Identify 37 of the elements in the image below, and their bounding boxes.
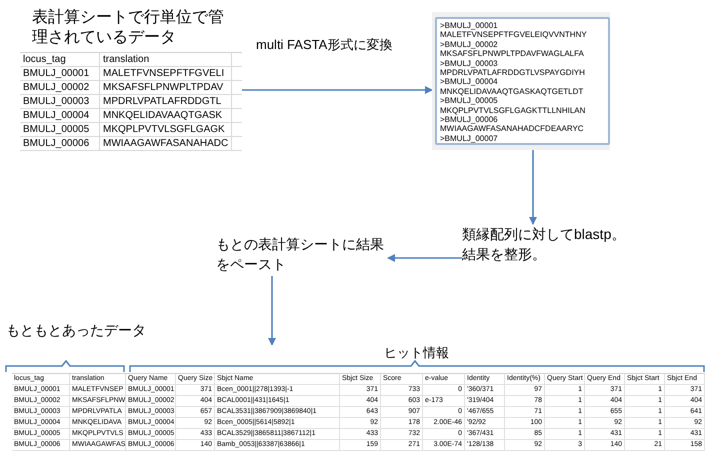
arrow <box>242 86 433 94</box>
sequence-line: >BMULJ_00007 <box>440 134 498 143</box>
sequence-line: >BMULJ_00002 <box>440 40 498 50</box>
sequence-line: >BMULJ_00004 <box>440 77 498 87</box>
sequence-line: >BMULJ_00005 <box>440 96 498 106</box>
column-header: locus_tag <box>20 53 100 66</box>
table-cell: BMULJ_00005 <box>20 123 100 136</box>
arrow <box>268 276 276 346</box>
sequence-line: >BMULJ_00006 <box>440 115 498 124</box>
step-text: 類縁配列に対してblastp。結果を整形。 <box>462 224 632 290</box>
sequence-line: MNKQELIDAVAAQTGASKAQTGETLDT <box>440 86 584 96</box>
table-cell: BMULJ_00002 <box>20 81 100 94</box>
sequence-line: MKSAFSFLPNWPLTPDAVFWAGLALFA <box>440 49 584 59</box>
table-cell: MALETFVNSEPFTFGVELI <box>100 67 232 80</box>
table-cell: MPDRLVPATLAFRDDGTL <box>100 95 232 108</box>
arrow <box>387 254 462 262</box>
table-cell: BMULJ_00004 <box>20 109 100 122</box>
section-heading: もともとあったデータ <box>6 321 146 339</box>
table-cell: BMULJ_00006 <box>20 137 100 150</box>
table-cell: BMULJ_00001 <box>20 67 100 80</box>
step-text: もとの表計算シートに結果をペースト <box>216 234 388 276</box>
arrow <box>529 150 537 225</box>
sequence-line: MKQPLPVTVLSGFLGAGKTTLLNHILAN <box>440 106 586 116</box>
table-cell: BMULJ_00003 <box>20 95 100 108</box>
column-header: translation <box>100 53 232 66</box>
table-cell: MNKQELIDAVAAQTGASK <box>100 109 232 122</box>
sequence-line: >BMULJ_00003 <box>440 58 498 68</box>
sequence-line: MALETFVNSEPFTFGVELEIQVVNTHNY <box>440 30 587 40</box>
section-heading: ヒット情報 <box>384 345 449 361</box>
sequence-line: MPDRLVPATLAFRDDGTLVSPAYGDIYH <box>440 68 585 78</box>
heading: 表計算シートで行単位で管理されているデータ <box>32 8 225 48</box>
sequence-line: MWIAAGAWFASANAHADCFDEAARYC <box>440 124 584 134</box>
table-cell: MKSAFSFLPNWPLTPDAV <box>100 81 232 94</box>
table-cell: MKQPLPVTVLSGFLGAGK <box>100 123 232 136</box>
sequence-line: >BMULJ_00001 <box>440 21 498 30</box>
table-cell: MWIAAGAWFASANAHADC <box>100 137 232 150</box>
text-file-window <box>432 12 610 150</box>
